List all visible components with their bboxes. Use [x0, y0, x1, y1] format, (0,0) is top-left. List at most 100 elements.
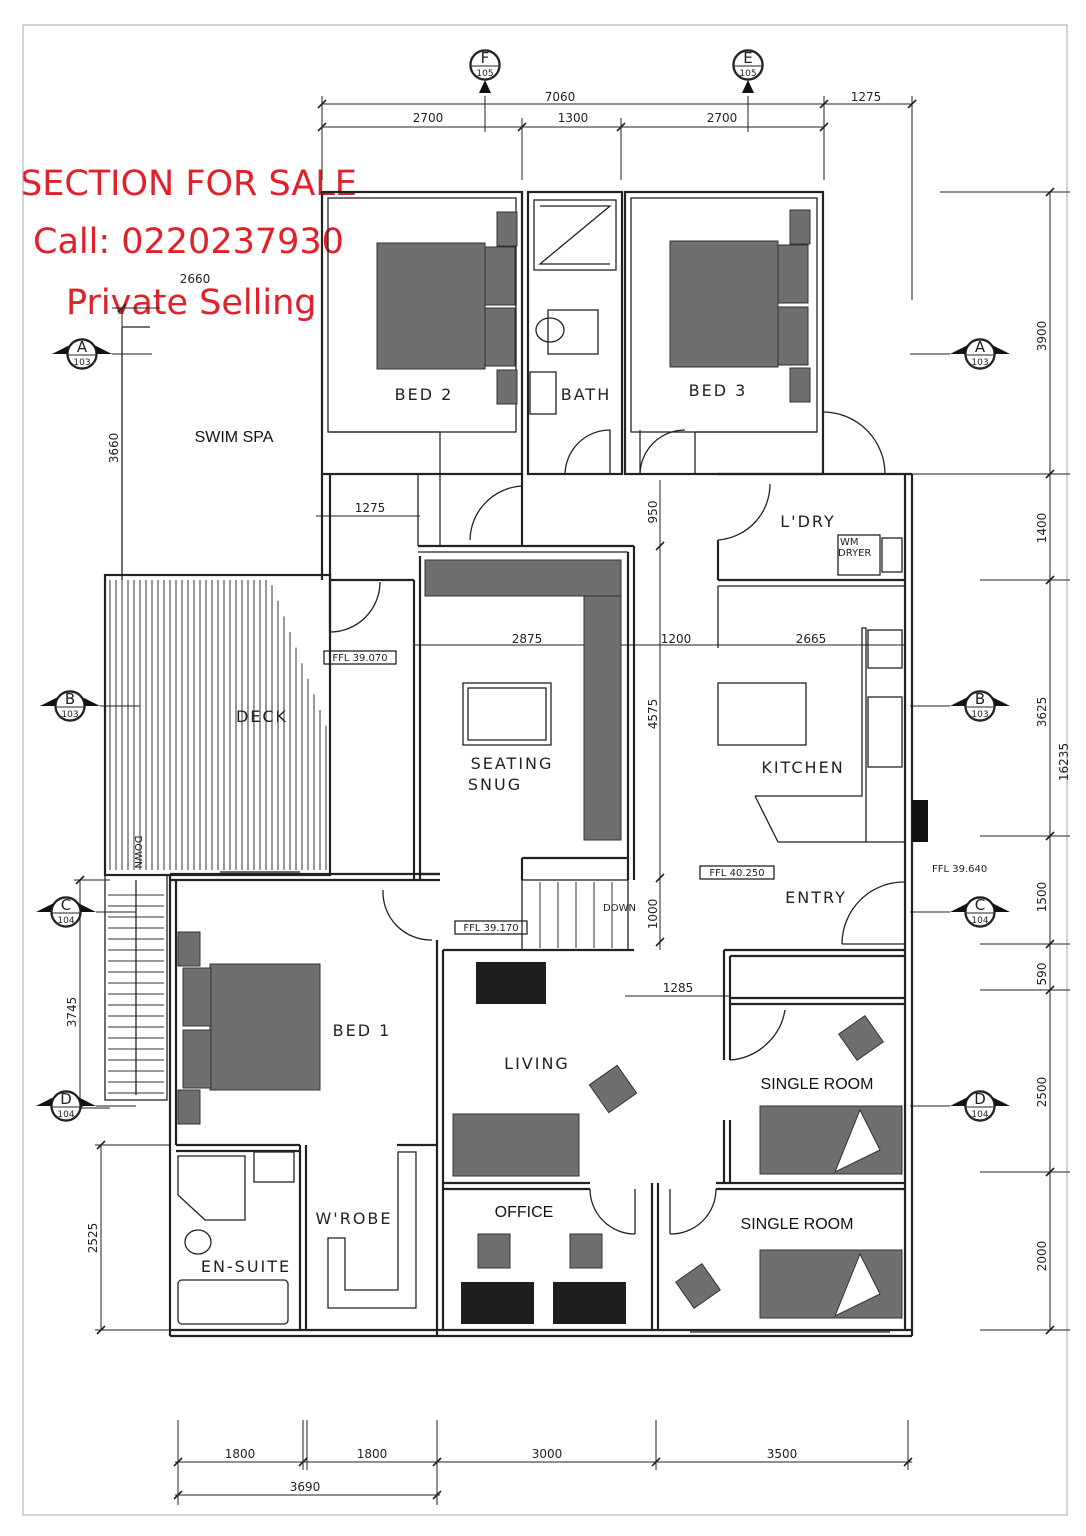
dim-bottom-2: 1800	[357, 1447, 388, 1461]
section-marker-sheet: 103	[971, 710, 988, 720]
dim-bottom-1: 1800	[225, 1447, 256, 1461]
dim-bottom-total: 3690	[290, 1480, 321, 1494]
laundry-dryer: DRYER	[838, 548, 871, 559]
section-marker-letter: B	[65, 690, 75, 708]
room-bed-1: BED 1	[333, 1021, 392, 1040]
dim-top-total: 7060	[545, 90, 576, 104]
room-swim-spa: SWIM SPA	[195, 429, 274, 446]
dim-top-right: 1275	[851, 90, 882, 104]
room-kitchen: KITCHEN	[761, 758, 844, 777]
section-marker-sheet: 104	[971, 916, 988, 926]
promo-note: Private Selling	[66, 283, 317, 323]
room-bed-3: BED 3	[689, 381, 748, 400]
section-marker-sheet: 103	[73, 358, 90, 368]
dim-hall-950: 950	[646, 501, 660, 524]
dim-top-3: 2700	[707, 111, 738, 125]
room-office: OFFICE	[495, 1204, 554, 1221]
section-marker-a: A 103	[910, 338, 1010, 370]
section-marker-sheet: 105	[739, 69, 756, 79]
room-laundry: L'DRY	[780, 512, 836, 531]
section-marker-letter: E	[743, 49, 752, 67]
laundry-wm: WM	[840, 537, 859, 548]
right-dimensions	[910, 187, 1070, 1335]
dim-right-total: 16235	[1057, 743, 1071, 781]
bath-fixtures	[529, 199, 617, 415]
ffl-outside: FFL 39.640	[932, 864, 987, 875]
dim-hall-1000: 1000	[646, 899, 660, 930]
snug-down-label: DOWN	[603, 903, 636, 914]
stairs-left	[104, 874, 168, 1101]
office-furniture	[461, 1233, 626, 1324]
promo-phone: Call: 0220237930	[33, 222, 344, 262]
promo-headline: SECTION FOR SALE	[20, 164, 357, 204]
room-ensuite: EN-SUITE	[201, 1257, 291, 1276]
room-wrobe: W'ROBE	[315, 1209, 392, 1228]
dim-bottom-3: 3000	[532, 1447, 563, 1461]
room-bath: BATH	[561, 385, 611, 404]
stairs-down-label: DOWN	[132, 836, 143, 869]
ensuite-fixtures	[177, 1151, 295, 1325]
room-snug: SNUG	[468, 775, 522, 794]
section-marker-f: F 105	[469, 49, 501, 93]
dim-mid-gap: 1200	[661, 632, 692, 646]
dim-spa-width: 2660	[180, 272, 211, 286]
section-marker-e: E 105	[732, 49, 764, 93]
dim-bottom-4: 3500	[767, 1447, 798, 1461]
section-marker-sheet: 104	[57, 916, 74, 926]
room-single-1: SINGLE ROOM	[761, 1076, 874, 1093]
room-deck: DECK	[236, 707, 288, 726]
ffl-entry: FFL 40.250	[709, 868, 764, 879]
dim-right-2500: 2500	[1035, 1077, 1049, 1108]
dim-spa-depth: 3660	[107, 433, 121, 464]
section-marker-letter: D	[60, 1090, 72, 1108]
bed-2	[376, 211, 518, 405]
room-entry: ENTRY	[785, 888, 847, 907]
section-marker-sheet: 103	[971, 358, 988, 368]
dim-right-3900: 3900	[1035, 321, 1049, 352]
bed-1	[177, 931, 321, 1125]
section-marker-b: B 103	[40, 690, 140, 722]
dim-passage: 1275	[355, 501, 386, 515]
room-seating: SEATING	[471, 754, 554, 773]
section-marker-letter: F	[481, 49, 490, 67]
dim-right-2000: 2000	[1035, 1241, 1049, 1272]
bed-3	[669, 209, 811, 403]
section-marker-letter: A	[77, 338, 88, 356]
section-marker-a: A 103	[52, 338, 152, 370]
section-marker-sheet: 105	[476, 69, 493, 79]
dim-right-590: 590	[1035, 963, 1049, 986]
dim-right-3625: 3625	[1035, 697, 1049, 728]
doors	[329, 411, 906, 1235]
room-single-2: SINGLE ROOM	[741, 1216, 854, 1233]
ffl-stairs: FFL 39.170	[463, 923, 518, 934]
dim-hall-1285: 1285	[663, 981, 694, 995]
kitchen-fixtures	[717, 629, 928, 842]
section-marker-sheet: 103	[61, 710, 78, 720]
laundry-fixtures	[837, 534, 903, 576]
stairs-snug	[521, 879, 629, 951]
section-marker-sheet: 104	[57, 1110, 74, 1120]
dim-right-1500: 1500	[1035, 882, 1049, 913]
dim-snug-width: 2875	[512, 632, 543, 646]
walls	[103, 190, 914, 1338]
section-marker-sheet: 104	[971, 1110, 988, 1120]
section-marker-d: D 104	[36, 1090, 136, 1122]
seating-snug-furniture	[424, 559, 622, 841]
section-marker-letter: C	[61, 896, 71, 914]
room-living: LIVING	[504, 1054, 570, 1073]
dim-top-1: 2700	[413, 111, 444, 125]
section-marker-letter: A	[975, 338, 986, 356]
section-marker-c: C 104	[36, 896, 136, 928]
room-bed-2: BED 2	[395, 385, 454, 404]
dim-right-1400: 1400	[1035, 513, 1049, 544]
interior-dimensions	[316, 480, 905, 997]
dim-hall-4575: 4575	[646, 699, 660, 730]
ffl-deck: FFL 39.070	[332, 653, 387, 664]
single-room-furniture	[675, 1015, 903, 1319]
bottom-dimensions	[173, 1420, 913, 1505]
dim-left-2525: 2525	[86, 1223, 100, 1254]
top-dimensions	[317, 96, 917, 300]
